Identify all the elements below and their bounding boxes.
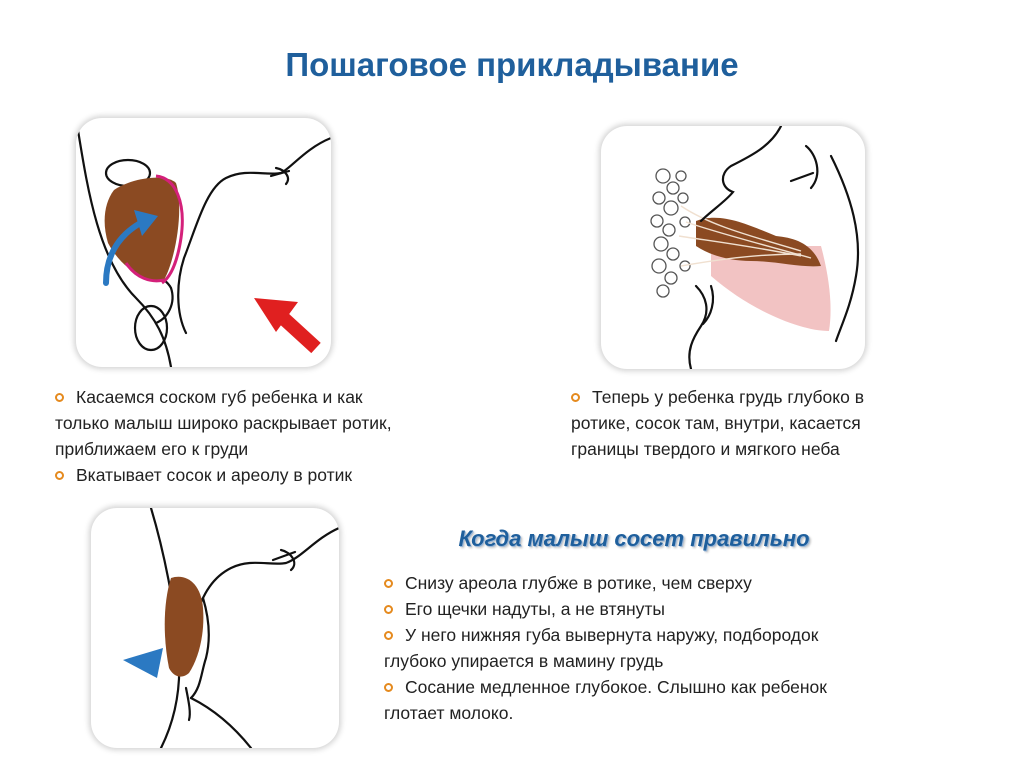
- step1-text: Касаемся соском губ ребенка и как только…: [55, 384, 525, 488]
- illustration-opening-mouth: [76, 118, 331, 367]
- correct-latch-list: Снизу ареола глубже в ротике, чем сверху…: [384, 570, 944, 726]
- list-item: Его щечки надуты, а не втянуты: [384, 596, 944, 622]
- bullet-icon: [55, 393, 64, 402]
- step2-line: границы твердого и мягкого неба: [571, 439, 840, 459]
- step2-text: Теперь у ребенка грудь глубоко в ротике,…: [571, 384, 991, 462]
- step1-line: только малыш широко раскрывает ротик,: [55, 413, 392, 433]
- list-item-text: Сосание медленное глубокое. Слышно как р…: [405, 677, 827, 697]
- step2-line: ротике, сосок там, внутри, касается: [571, 413, 861, 433]
- list-item-text: У него нижняя губа вывернута наружу, под…: [405, 625, 819, 645]
- page-title: Пошаговое прикладывание: [285, 46, 739, 83]
- step1-item: Вкатывает сосок и ареолу в ротик: [55, 462, 525, 488]
- list-item: Снизу ареола глубже в ротике, чем сверху: [384, 570, 944, 596]
- bullet-icon: [384, 579, 393, 588]
- bullet-icon: [55, 471, 64, 480]
- step1-line: приближаем его к груди: [55, 439, 249, 459]
- correct-latch-heading: Когда малыш сосет правильно: [458, 526, 810, 551]
- list-item-text: глубоко упирается в мамину грудь: [384, 651, 664, 671]
- bullet-icon: [384, 631, 393, 640]
- step1-line: Касаемся соском губ ребенка и как: [76, 387, 363, 407]
- illustration-deep-latch: [601, 126, 865, 369]
- step1-line: Вкатывает сосок и ареолу в ротик: [76, 465, 353, 485]
- bullet-icon: [571, 393, 580, 402]
- list-item-text: глотает молоко.: [384, 703, 514, 723]
- illustration-correct-latch: [91, 508, 339, 748]
- list-item-text: Его щечки надуты, а не втянуты: [405, 599, 665, 619]
- list-item: Сосание медленное глубокое. Слышно как р…: [384, 674, 944, 700]
- list-item-text: Снизу ареола глубже в ротике, чем сверху: [405, 573, 752, 593]
- step2-item: Теперь у ребенка грудь глубоко в: [571, 384, 991, 410]
- step1-item: Касаемся соском губ ребенка и как: [55, 384, 525, 410]
- bullet-icon: [384, 605, 393, 614]
- step2-line: Теперь у ребенка грудь глубоко в: [592, 387, 865, 407]
- list-item: У него нижняя губа вывернута наружу, под…: [384, 622, 944, 648]
- bullet-icon: [384, 683, 393, 692]
